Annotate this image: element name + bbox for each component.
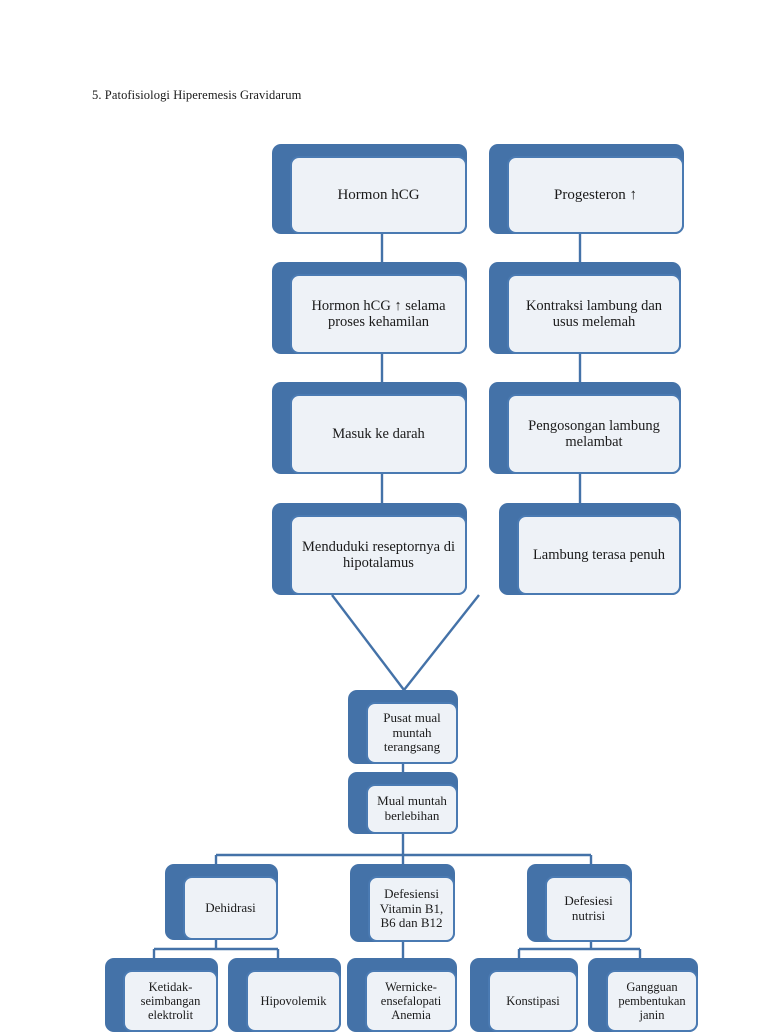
node-box-defisiensi_nutrisi: Defesiesi nutrisi: [545, 876, 632, 942]
node-box-kontraksi: Kontraksi lambung dan usus melemah: [507, 274, 681, 354]
node-label-mual_muntah: Mual muntah berlebihan: [377, 793, 447, 823]
node-lambung_penuh[interactable]: Lambung terasa penuh: [499, 503, 681, 595]
node-box-hcg_naik: Hormon hCG ↑ selama proses kehamilan: [290, 274, 467, 354]
node-ketidakseimbangan[interactable]: Ketidak-seimbangan elektrolit: [105, 958, 218, 1032]
node-label-hcg: Hormon hCG: [337, 186, 420, 203]
node-mual_muntah[interactable]: Mual muntah berlebihan: [348, 772, 458, 834]
node-label-gangguan: Gangguan pembentukan janin: [618, 980, 686, 1022]
node-box-lambung_penuh: Lambung terasa penuh: [517, 515, 681, 595]
node-box-konstipasi: Konstipasi: [488, 970, 578, 1032]
node-pusat_mual[interactable]: Pusat mual muntah terangsang: [348, 690, 458, 764]
node-box-dehidrasi: Dehidrasi: [183, 876, 278, 940]
node-label-hipovolemik: Hipovolemik: [260, 994, 327, 1008]
node-gangguan[interactable]: Gangguan pembentukan janin: [588, 958, 698, 1032]
node-box-defisiensi_vit: Defesiensi Vitamin B1, B6 dan B12: [368, 876, 455, 942]
node-label-lambung_penuh: Lambung terasa penuh: [532, 546, 666, 563]
node-pengosongan[interactable]: Pengosongan lambung melambat: [489, 382, 681, 474]
node-kontraksi[interactable]: Kontraksi lambung dan usus melemah: [489, 262, 681, 354]
node-box-pusat_mual: Pusat mual muntah terangsang: [366, 702, 458, 764]
node-label-masuk_darah: Masuk ke darah: [332, 425, 425, 442]
node-wernicke[interactable]: Wernicke-ensefalopati Anemia: [347, 958, 457, 1032]
node-box-progesteron: Progesteron ↑: [507, 156, 684, 234]
node-konstipasi[interactable]: Konstipasi: [470, 958, 578, 1032]
node-label-wernicke: Wernicke-ensefalopati Anemia: [380, 980, 442, 1022]
node-defisiensi_nutrisi[interactable]: Defesiesi nutrisi: [527, 864, 632, 942]
node-hipovolemik[interactable]: Hipovolemik: [228, 958, 341, 1032]
node-label-ketidakseimbangan: Ketidak-seimbangan elektrolit: [140, 980, 201, 1022]
node-box-pengosongan: Pengosongan lambung melambat: [507, 394, 681, 474]
page-title: 5. Patofisiologi Hiperemesis Gravidarum: [92, 88, 302, 102]
node-box-wernicke: Wernicke-ensefalopati Anemia: [365, 970, 457, 1032]
node-label-kontraksi: Kontraksi lambung dan usus melemah: [525, 297, 663, 330]
node-hcg[interactable]: Hormon hCG: [272, 144, 467, 234]
node-box-gangguan: Gangguan pembentukan janin: [606, 970, 698, 1032]
node-label-pengosongan: Pengosongan lambung melambat: [528, 417, 660, 450]
node-label-pusat_mual: Pusat mual muntah terangsang: [383, 710, 441, 755]
node-defisiensi_vit[interactable]: Defesiensi Vitamin B1, B6 dan B12: [350, 864, 455, 942]
node-box-hipovolemik: Hipovolemik: [246, 970, 341, 1032]
node-label-defisiensi_vit: Defesiensi Vitamin B1, B6 dan B12: [379, 886, 444, 931]
node-label-konstipasi: Konstipasi: [506, 994, 560, 1008]
node-label-defisiensi_nutrisi: Defesiesi nutrisi: [564, 893, 613, 923]
node-box-mual_muntah: Mual muntah berlebihan: [366, 784, 458, 834]
node-masuk_darah[interactable]: Masuk ke darah: [272, 382, 467, 474]
node-box-ketidakseimbangan: Ketidak-seimbangan elektrolit: [123, 970, 218, 1032]
node-menduduki[interactable]: Menduduki reseptornya di hipotalamus: [272, 503, 467, 595]
node-box-hcg: Hormon hCG: [290, 156, 467, 234]
node-label-menduduki: Menduduki reseptornya di hipotalamus: [301, 538, 456, 571]
node-label-dehidrasi: Dehidrasi: [205, 899, 256, 915]
node-box-masuk_darah: Masuk ke darah: [290, 394, 467, 474]
connector-menduduki-to-pusat: [331, 594, 405, 691]
node-hcg_naik[interactable]: Hormon hCG ↑ selama proses kehamilan: [272, 262, 467, 354]
node-label-hcg_naik: Hormon hCG ↑ selama proses kehamilan: [311, 297, 446, 330]
node-progesteron[interactable]: Progesteron ↑: [489, 144, 684, 234]
node-box-menduduki: Menduduki reseptornya di hipotalamus: [290, 515, 467, 595]
connector-lambungpenuh-to-pusat: [403, 594, 480, 691]
node-dehidrasi[interactable]: Dehidrasi: [165, 864, 278, 940]
node-label-progesteron: Progesteron ↑: [554, 186, 637, 203]
